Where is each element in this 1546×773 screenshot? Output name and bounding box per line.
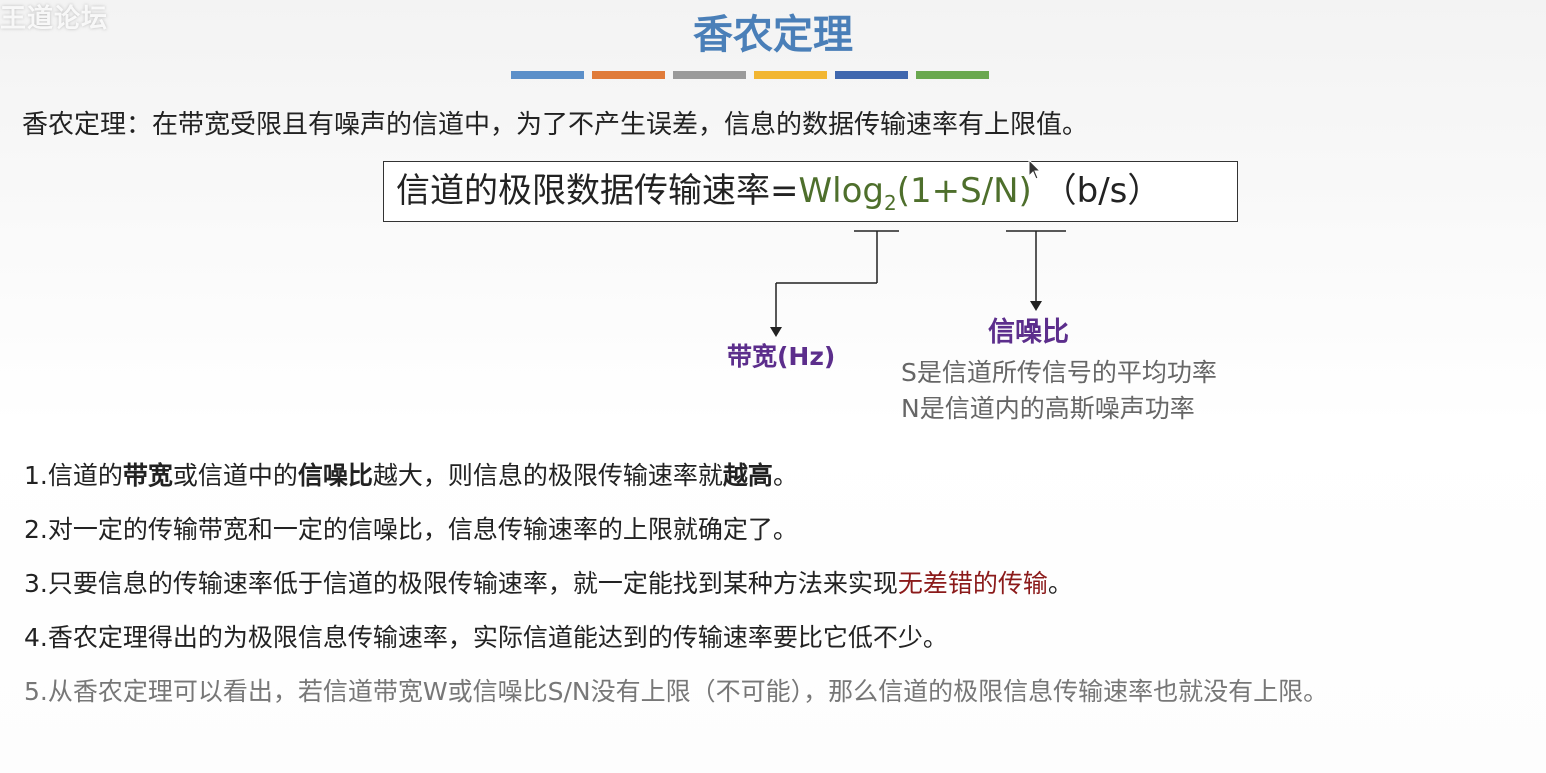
mouse-cursor-icon	[1028, 159, 1042, 180]
accent-bar	[754, 71, 827, 79]
key-points: 1.信道的带宽或信道中的信噪比越大，则信息的极限传输速率就越高。 2.对一定的传…	[24, 458, 1534, 728]
point-2: 2.对一定的传输带宽和一定的信噪比，信息传输速率的上限就确定了。	[24, 515, 798, 544]
formula-prefix: 信道的极限数据传输速率=	[396, 171, 799, 211]
formula-box: 信道的极限数据传输速率=Wlog2(1+S/N) （b/s）	[383, 161, 1238, 222]
bandwidth-label: 带宽(Hz)	[727, 342, 836, 371]
accent-bar	[916, 71, 989, 79]
accent-bar	[592, 71, 665, 79]
watermark: 王道论坛	[0, 4, 109, 34]
snr-description: S是信道所传信号的平均功率 N是信道内的高斯噪声功率	[901, 355, 1217, 427]
accent-bar	[673, 71, 746, 79]
point-4: 4.香农定理得出的为极限信息传输速率，实际信道能达到的传输速率要比它低不少。	[24, 623, 948, 652]
formula-unit: （b/s）	[1042, 171, 1162, 211]
intro-definition: 香农定理：在带宽受限且有噪声的信道中，为了不产生误差，信息的数据传输速率有上限值…	[22, 110, 1089, 140]
accent-bar	[511, 71, 584, 79]
point-5: 5.从香农定理可以看出，若信道带宽W或信噪比S/N没有上限（不可能），那么信道的…	[24, 677, 1329, 706]
formula-expression: Wlog2(1+S/N)	[798, 171, 1032, 215]
point-3: 3.只要信息的传输速率低于信道的极限传输速率，就一定能找到某种方法来实现无差错的…	[24, 569, 1073, 598]
slide-title: 香农定理	[693, 12, 853, 58]
snr-label: 信噪比	[988, 317, 1069, 348]
point-1: 1.信道的带宽或信道中的信噪比越大，则信息的极限传输速率就越高。	[24, 461, 798, 490]
accent-bar	[835, 71, 908, 79]
noise-power-desc: N是信道内的高斯噪声功率	[901, 394, 1195, 423]
accent-bars	[511, 71, 989, 79]
signal-power-desc: S是信道所传信号的平均功率	[901, 358, 1217, 387]
